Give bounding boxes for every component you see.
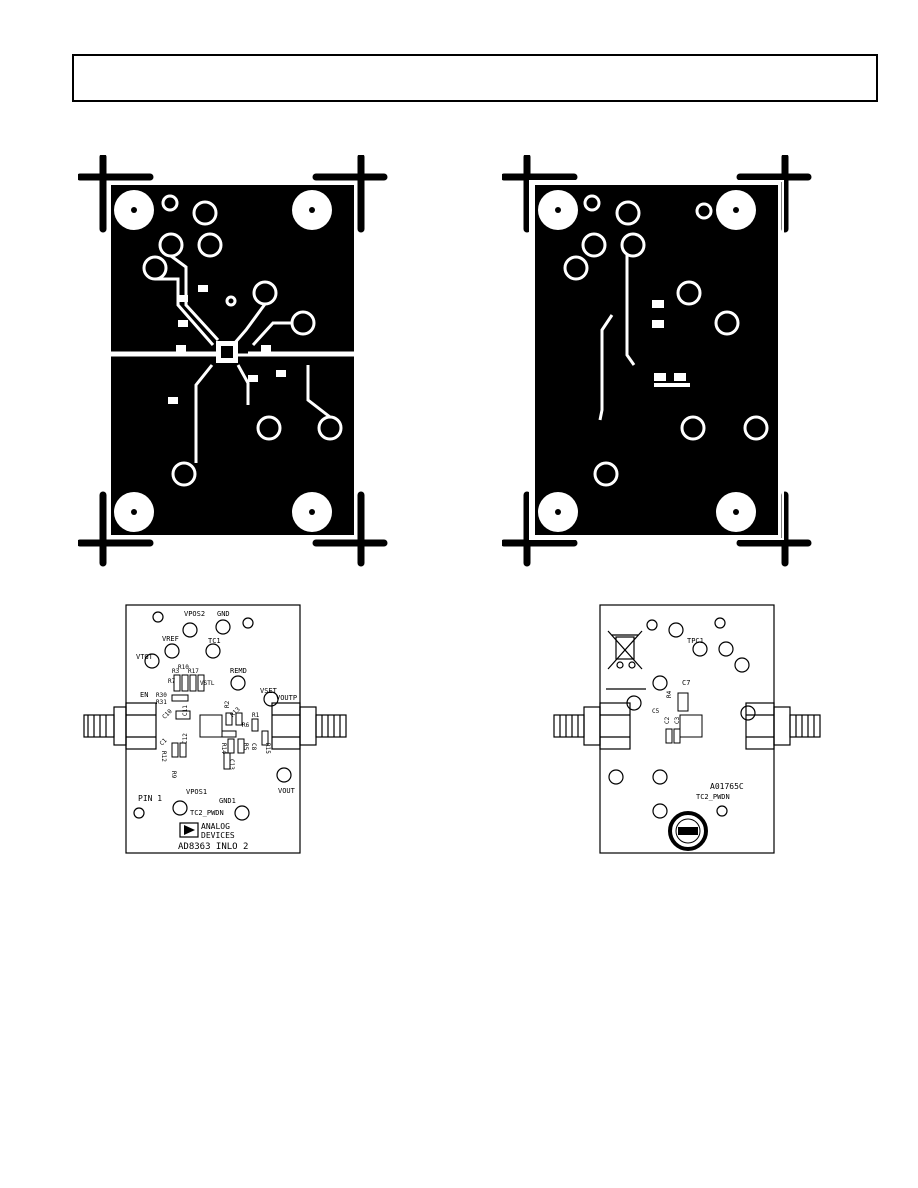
label-r7: R7 [168,678,176,685]
label-gnd1: GND1 [219,797,236,805]
sma-connector-right [745,702,821,750]
label-vout: VOUT [278,787,296,795]
label-c3: C3 [674,716,681,724]
part-number: A01765C [710,782,744,791]
pcb-top-copper-layer [78,155,388,567]
label-r4: R4 [666,690,673,698]
board-outline [535,185,778,535]
label-c11: C11 [182,705,189,716]
label-vstl: VSTL [200,680,215,687]
label-tc2-pwdn: TC2_PWDN [190,809,224,817]
label-vtgt: VTGT [136,653,154,661]
label-r10: R10 [178,664,189,671]
label-c7: C7 [682,679,690,687]
label-gnd: GND [217,610,230,618]
label-tpc1: TPC1 [687,637,704,645]
label-r14: R14 [220,743,227,754]
label-vpos1: VPOS1 [186,788,207,796]
label-c2: C2 [664,716,671,724]
board-name: AD8363 INLO 2 [178,842,248,852]
label-vref: VREF [162,635,179,643]
pcb-top-silkscreen: VPOS2 GND VREF TC1 VTGT R10 R17 VSTL R7 … [83,604,347,854]
label-r3: R3 [172,668,180,675]
label-r2: R2 [224,700,231,708]
label-r12: R12 [160,751,167,762]
pcb-bottom-silkscreen: TPC1 C7 C5 R4 C2 C3 A01765C TC2_PWDN [553,604,821,854]
label-c10: C10 [161,708,174,721]
pcb-bottom-copper-layer [502,155,812,567]
label-r1: R1 [252,712,260,719]
page-header-box [72,54,878,102]
analog-devices-logo: ANALOG DEVICES [179,822,235,840]
label-en: EN [140,691,148,699]
label-r15: R15 [264,743,271,754]
label-r9: R9 [170,771,177,779]
logo-text-analog: ANALOG [201,822,230,831]
label-c5: C5 [652,708,660,715]
label-c8: C8 [250,743,257,751]
label-c1: C1 [158,737,168,747]
label-tc1: TC1 [208,637,221,645]
label-r17: R17 [188,668,199,675]
registration-marks [78,155,388,567]
label-vset: VSET [260,687,278,695]
sma-connector-right [271,702,347,750]
sma-connector-left [83,702,157,750]
label-c12: C12 [182,733,189,744]
label-voutp: VOUTP [276,694,297,702]
label-r5: R5 [242,743,249,751]
registration-marks [502,155,812,567]
tc2-socket-icon [668,811,708,851]
label-remd: REMD [230,667,247,675]
label-r30: R30 [156,692,167,699]
label-pin1: PIN 1 [138,794,162,803]
label-tc2-pwdn: TC2_PWDN [696,793,730,801]
weee-bin-icon [606,630,646,690]
label-c13: C13 [228,759,235,770]
logo-text-devices: DEVICES [201,831,235,840]
label-vpos2: VPOS2 [184,610,205,618]
sma-connector-left [553,702,631,750]
label-r6: R6 [242,722,250,729]
label-r31: R31 [156,699,167,706]
